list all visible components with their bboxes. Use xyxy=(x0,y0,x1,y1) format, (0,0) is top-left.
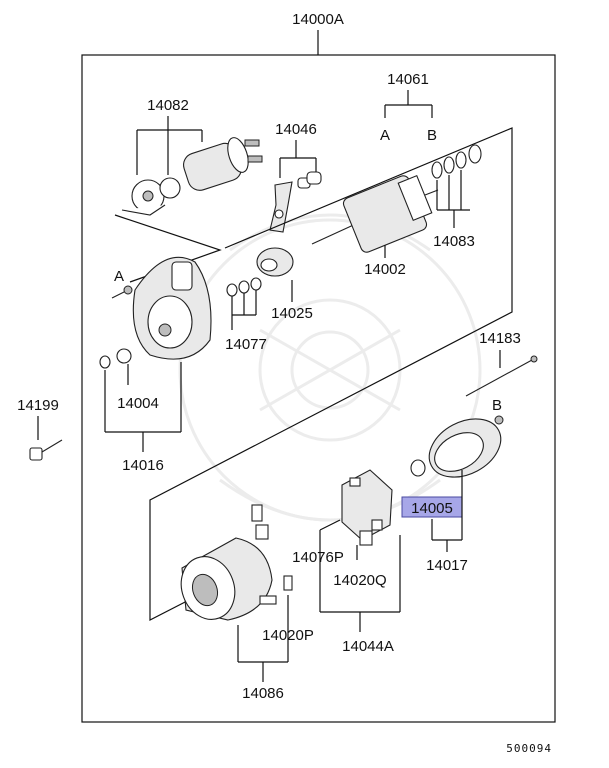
reference-code: 500094 xyxy=(506,742,552,755)
thrust-washers xyxy=(431,144,482,179)
leader-14086 xyxy=(237,595,289,682)
through-bolt xyxy=(465,355,538,397)
label-14086[interactable]: 14086 xyxy=(242,685,284,702)
label-14083[interactable]: 14083 xyxy=(433,233,475,250)
label-14016[interactable]: 14016 xyxy=(122,457,164,474)
leader-14083 xyxy=(436,170,470,228)
leader-14082 xyxy=(136,116,203,175)
bushings xyxy=(99,348,132,369)
label-a-left[interactable]: A xyxy=(114,268,124,285)
leader-14077 xyxy=(231,290,257,330)
assembly-label[interactable]: 14000A xyxy=(292,11,344,28)
armature xyxy=(311,174,439,253)
solenoid-switch xyxy=(121,137,263,216)
bolt-a xyxy=(111,285,133,299)
label-b-right[interactable]: B xyxy=(492,397,502,414)
leader-14016 xyxy=(104,362,182,452)
leader-14017 xyxy=(431,470,463,552)
label-14061[interactable]: 14061 xyxy=(387,71,429,88)
label-14082[interactable]: 14082 xyxy=(147,97,189,114)
overrunning-clutch xyxy=(256,247,294,277)
label-14002[interactable]: 14002 xyxy=(364,261,406,278)
label-14044a[interactable]: 14044A xyxy=(342,638,394,655)
front-bracket xyxy=(132,256,212,360)
mounting-bolt xyxy=(29,439,63,461)
label-14025[interactable]: 14025 xyxy=(271,305,313,322)
section-boundary xyxy=(149,127,513,621)
watermark-emblem xyxy=(178,213,482,522)
yoke-assembly xyxy=(180,504,293,621)
label-14183[interactable]: 14183 xyxy=(479,330,521,347)
label-14199[interactable]: 14199 xyxy=(17,397,59,414)
leader-14044a xyxy=(319,519,401,632)
rear-cover xyxy=(410,418,502,478)
brush-holder xyxy=(341,469,393,546)
label-14046[interactable]: 14046 xyxy=(275,121,317,138)
label-14017[interactable]: 14017 xyxy=(426,557,468,574)
assembly-frame xyxy=(81,54,556,723)
label-14005[interactable]: 14005 xyxy=(411,500,453,517)
screw-b xyxy=(494,415,504,425)
label-14020q[interactable]: 14020Q xyxy=(333,572,386,589)
label-14076p[interactable]: 14076P xyxy=(292,549,344,566)
label-14020p[interactable]: 14020P xyxy=(262,627,314,644)
leader-14046 xyxy=(279,140,317,178)
leader-14061 xyxy=(384,90,433,118)
label-14004[interactable]: 14004 xyxy=(117,395,159,412)
label-b-top[interactable]: B xyxy=(427,127,437,144)
drive-lever xyxy=(269,171,322,233)
label-a-top[interactable]: A xyxy=(380,127,390,144)
label-14077[interactable]: 14077 xyxy=(225,336,267,353)
